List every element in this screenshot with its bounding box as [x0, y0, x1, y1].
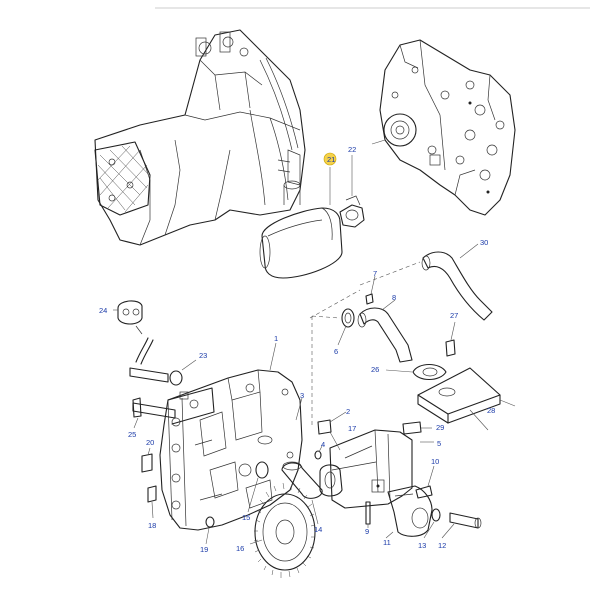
ring-part-15: [255, 461, 269, 479]
leader-27: [450, 321, 456, 341]
callout-29[interactable]: 29: [436, 423, 444, 432]
dowel-part-2: [317, 419, 332, 435]
highlight-marker-21: [323, 152, 337, 166]
leader-14: [311, 499, 319, 525]
bolt-part-29: [402, 421, 422, 435]
callout-20[interactable]: 20: [146, 438, 154, 447]
callout-26[interactable]: 26: [371, 365, 379, 374]
suction-pipe-part-8: [357, 307, 413, 363]
callout-14[interactable]: 14: [314, 525, 322, 534]
valve-block: [379, 39, 516, 216]
leader-15: [247, 477, 259, 513]
callout-17[interactable]: 17: [348, 424, 356, 433]
leader-2: [329, 411, 347, 423]
screw-part-9: [365, 501, 371, 525]
seal-part-13: [431, 508, 441, 522]
leader-16: [249, 539, 263, 545]
callout-13[interactable]: 13: [418, 541, 426, 550]
bolt-part-25: [132, 397, 176, 419]
leader-12: [441, 523, 455, 539]
pump-housing-part-1: [159, 369, 303, 531]
leader-18: [151, 501, 154, 519]
leader-10: [427, 465, 435, 487]
callout-24[interactable]: 24: [99, 306, 107, 315]
callout-7[interactable]: 7: [373, 269, 377, 278]
leader-4: [318, 445, 323, 453]
callout-23[interactable]: 23: [199, 351, 207, 360]
transmission-housing: [94, 29, 306, 246]
callout-11[interactable]: 11: [383, 538, 391, 547]
leader-1: [269, 342, 277, 371]
callout-12[interactable]: 12: [438, 541, 446, 550]
washer-part-4: [314, 450, 322, 460]
plug-part-19: [205, 516, 215, 528]
dashed-line-4: [359, 261, 421, 286]
callout-25[interactable]: 25: [128, 430, 136, 439]
pin-part-12: [449, 512, 482, 529]
callout-2[interactable]: 2: [346, 407, 350, 416]
shaft-part-14: [281, 461, 323, 499]
callout-3[interactable]: 3: [300, 391, 304, 400]
elbow-part-11: [387, 485, 433, 537]
leader-17: [329, 431, 341, 451]
oil-filter-part-21: [259, 207, 343, 279]
leader-3: [295, 397, 303, 421]
bolt-part-23: [129, 337, 183, 386]
leader-11: [385, 531, 394, 539]
leader-28b: [469, 409, 489, 431]
callout-4[interactable]: 4: [321, 440, 325, 449]
leader-28: [499, 399, 516, 407]
callout-21[interactable]: 21: [327, 155, 335, 164]
callout-1[interactable]: 1: [274, 334, 278, 343]
callout-5[interactable]: 5: [437, 439, 441, 448]
pin-part-20: [141, 453, 153, 473]
callout-16[interactable]: 16: [236, 544, 244, 553]
callout-18[interactable]: 18: [148, 521, 156, 530]
callout-15[interactable]: 15: [242, 513, 250, 522]
callout-6[interactable]: 6: [334, 347, 338, 356]
leader-25: [133, 417, 139, 429]
leader-23: [181, 359, 197, 371]
leader-19: [205, 527, 210, 545]
callout-28[interactable]: 28: [487, 406, 495, 415]
callout-10[interactable]: 10: [431, 457, 439, 466]
callout-8[interactable]: 8: [392, 293, 396, 302]
leader-13: [423, 521, 435, 539]
gear-part-16: [253, 482, 316, 578]
callout-27[interactable]: 27: [450, 311, 458, 320]
leader-6: [337, 325, 347, 346]
dashed-line-1: [311, 315, 341, 319]
o-ring-part-6: [341, 308, 355, 328]
leader-valve: [371, 139, 386, 145]
leader-8: [381, 299, 396, 311]
gasket-part-26: [412, 363, 447, 381]
callout-22[interactable]: 22: [348, 145, 356, 154]
bracket-part-28: [417, 367, 501, 424]
callout-labels: 21 22 30 7 8 24 27 1 6 23 26 3 28 2 29 2…: [99, 145, 495, 554]
bolt-part-7: [365, 293, 374, 305]
dashed-line-3: [309, 289, 361, 319]
plug-part-18: [147, 485, 157, 503]
callout-30[interactable]: 30: [480, 238, 488, 247]
callout-19[interactable]: 19: [200, 545, 208, 554]
filter-adapter-part-22: [339, 195, 365, 228]
leader-7: [370, 275, 376, 295]
clip-part-24: [117, 300, 143, 335]
oil-pipe-part-30: [421, 251, 493, 321]
hydraulic-pump-part-5: [319, 429, 413, 509]
bolt-part-27: [445, 339, 456, 357]
leader-26: [385, 369, 413, 373]
leader-30: [459, 243, 479, 259]
bolt-part-10: [415, 485, 433, 499]
leader-20: [147, 447, 151, 456]
callout-9[interactable]: 9: [365, 527, 369, 536]
